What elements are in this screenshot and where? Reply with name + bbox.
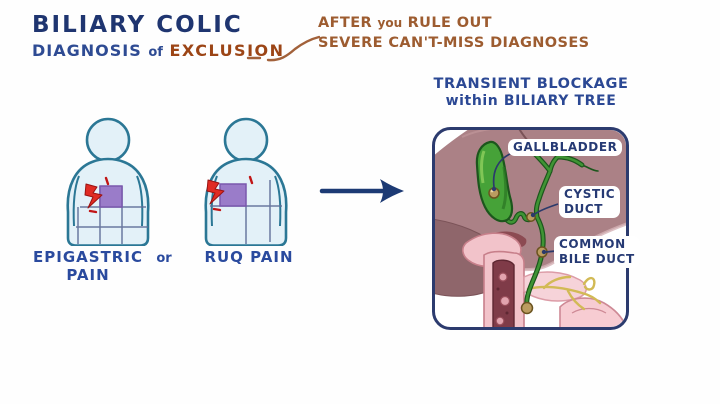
pain-bolt-icon: [84, 183, 103, 209]
gallbladder-label: GALLBLADDER: [508, 139, 623, 156]
connector-squiggle-line: [246, 35, 321, 62]
figure-head: [223, 117, 269, 163]
pain-dash-icon: [104, 176, 110, 186]
pancreatic-duct-shape: [526, 275, 602, 311]
or-label: or: [156, 251, 172, 266]
figure-right-arm-line: [136, 175, 144, 227]
gallstone-icons: [488, 187, 548, 315]
panel-heading: TRANSIENT BLOCKAGE within BILIARY TREE: [424, 76, 638, 109]
note-line1: AFTER you RULE OUT: [318, 15, 492, 31]
subtitle-prefix: DIAGNOSIS: [32, 41, 142, 60]
pain-dash-icon: [88, 209, 98, 214]
pain-bolt-icon: [206, 179, 225, 205]
figure-left-arm-line: [72, 175, 80, 227]
note-line2: SEVERE CAN'T-MISS DIAGNOSES: [318, 34, 590, 51]
note-text: AFTER you RULE OUT SEVERE CAN'T-MISS DIA…: [318, 14, 590, 53]
cystic-duct-label: CYSTIC DUCT: [559, 186, 621, 218]
subtitle-of: of: [148, 45, 163, 60]
pain-dash-icon: [248, 175, 254, 185]
ruq-region-highlight: [219, 183, 247, 207]
panel-border: [432, 127, 629, 330]
ruq-pain-label: RUQ PAIN: [204, 248, 294, 266]
biliary-tree-panel: GALLBLADDER CYSTIC DUCT COMMON BILE DUCT: [432, 127, 647, 330]
anatomy-illustration: [432, 127, 629, 330]
panel-heading-line2: within BILIARY TREE: [445, 92, 617, 109]
figure-right-arm-line: [274, 175, 282, 227]
subtitle: DIAGNOSIS of EXCLUSION: [32, 41, 285, 60]
epigastric-region-highlight: [99, 185, 123, 208]
page-title: BILIARY COLIC: [32, 12, 243, 38]
ruq-patient-figure: [204, 117, 288, 246]
pain-dash-icon: [212, 207, 222, 212]
figure-head: [85, 117, 131, 163]
common-bile-duct-label: COMMON BILE DUCT: [554, 236, 640, 268]
duodenum-lumen-shape: [492, 259, 515, 327]
subtitle-emphasis: EXCLUSION: [169, 41, 285, 60]
epigastric-patient-figure: [66, 117, 150, 246]
flow-arrow-icon: [319, 179, 404, 203]
epigastric-pain-label: EPIGASTRIC PAIN: [33, 248, 143, 284]
panel-heading-line1: TRANSIENT BLOCKAGE: [433, 76, 629, 92]
